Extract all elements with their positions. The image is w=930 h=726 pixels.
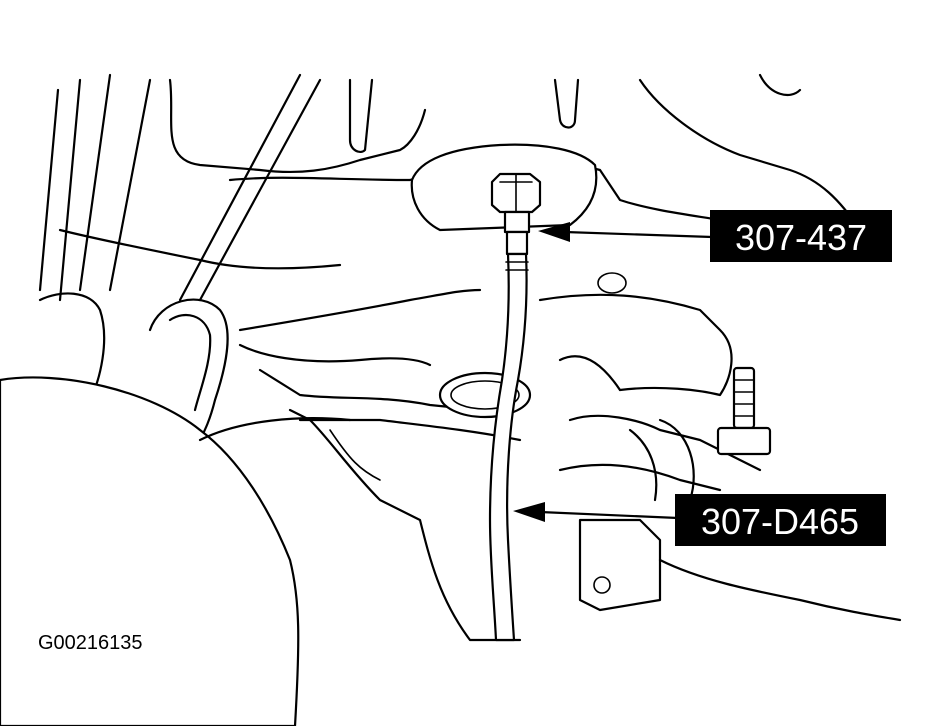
arrowhead-307-d465 <box>513 502 545 522</box>
callout-307-437: 307-437 <box>710 210 892 262</box>
o2-sensor-threads <box>733 379 755 417</box>
pan-detail <box>329 429 381 481</box>
leader-line-307-d465 <box>538 510 680 520</box>
crossmember-edge <box>58 228 342 270</box>
exhaust-flange <box>658 418 695 502</box>
drain-opening-inner <box>450 380 520 410</box>
left-rail-line <box>38 88 60 292</box>
pan-top <box>298 418 522 442</box>
callout-box <box>675 494 886 546</box>
callout-label: 307-D465 <box>701 501 859 542</box>
leader-arrows <box>513 222 714 522</box>
bolt-facets <box>499 173 533 213</box>
left-rail-line <box>108 78 152 292</box>
figure-id: G00216135 <box>38 632 143 654</box>
arrowhead-307-437 <box>538 222 570 242</box>
leader-line-307-437 <box>563 230 714 239</box>
engine-rib <box>758 73 802 97</box>
left-rail-line <box>58 78 82 302</box>
drain-hose <box>488 252 528 642</box>
housing-edge <box>198 417 352 442</box>
subframe-edge <box>238 343 432 367</box>
left-rail-line <box>78 73 112 292</box>
boot-outline <box>168 313 212 412</box>
subframe-edge <box>238 288 482 332</box>
exhaust-pipe-bottom <box>558 463 722 492</box>
boot-outline <box>148 298 229 442</box>
right-lower-edge <box>658 558 902 622</box>
line-art <box>0 73 902 726</box>
callout-label: 307-437 <box>735 217 867 258</box>
lower-bracket <box>578 518 662 612</box>
exhaust-flange <box>628 428 658 502</box>
pan-outline <box>288 408 522 642</box>
left-rail-line <box>178 73 302 302</box>
left-component <box>38 292 106 402</box>
subframe-lower <box>258 368 482 412</box>
subframe-right <box>538 293 733 397</box>
o2-sensor-base <box>716 426 772 456</box>
engine-block-edge <box>168 78 427 174</box>
engine-rib <box>348 78 374 154</box>
callout-307-d465: 307-D465 <box>675 494 886 546</box>
callout-box <box>710 210 892 262</box>
exhaust-pipe-top <box>568 414 762 472</box>
subframe-detail <box>558 355 622 392</box>
fitting-adapter <box>503 210 531 234</box>
bracket-hole <box>593 576 611 594</box>
o2-sensor <box>732 366 756 430</box>
engine-block-edge <box>638 78 862 232</box>
engine-rib <box>553 78 580 129</box>
hose-crimp <box>505 261 529 271</box>
fitting-collar <box>505 230 529 256</box>
mount-hole <box>597 272 627 294</box>
lower-left-housing <box>0 376 300 726</box>
